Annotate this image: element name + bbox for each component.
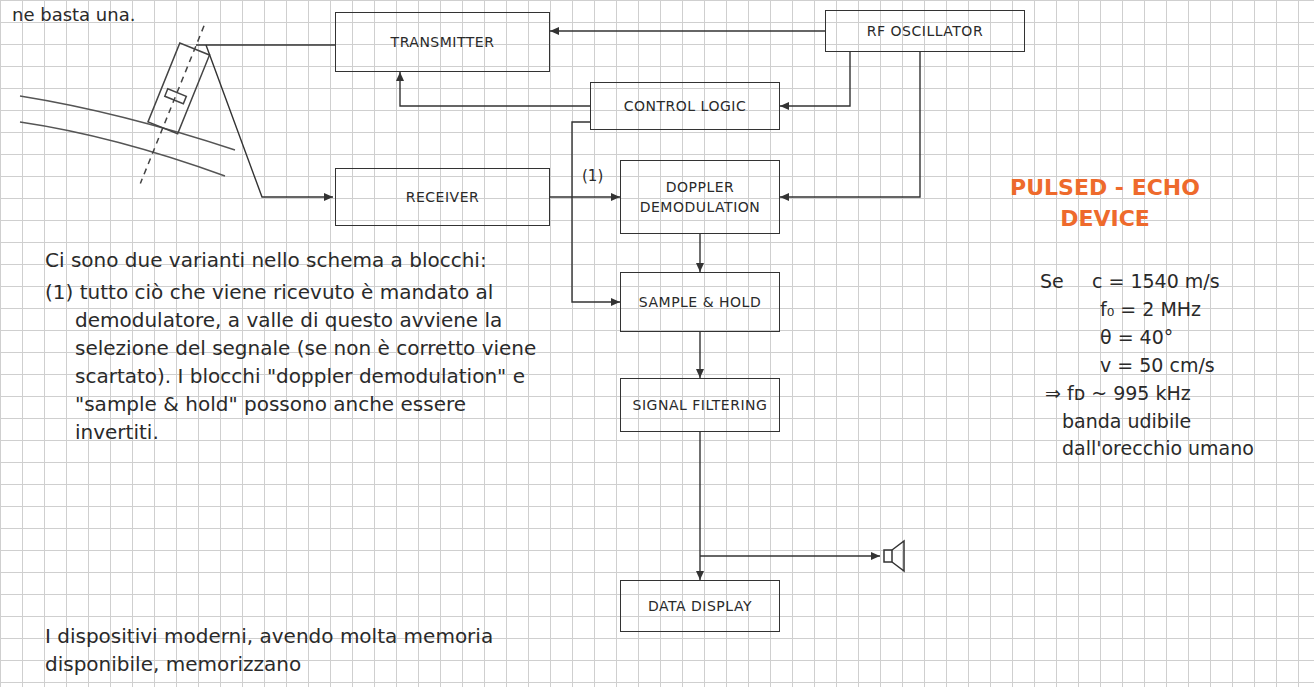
box-label: CONTROL LOGIC xyxy=(624,96,746,116)
note-text: ne basta una. xyxy=(12,2,212,28)
connector-arrow xyxy=(550,196,620,197)
connector-arrow xyxy=(780,52,850,106)
note-text: banda udibile dall'orecchio umano xyxy=(1062,408,1302,462)
process-box: DOPPLER DEMODULATION xyxy=(620,160,780,234)
note-text: (1) tutto ciò che viene ricevuto è manda… xyxy=(45,278,550,446)
note-text: Ci sono due varianti nello schema a bloc… xyxy=(45,246,550,274)
note-text: Se xyxy=(1040,268,1080,295)
callout-number: (1) xyxy=(582,166,612,187)
formula-text: c = 1540 m/s xyxy=(1092,268,1292,295)
rx-wire xyxy=(206,45,333,197)
process-box: SIGNAL FILTERING xyxy=(620,378,780,432)
box-label: RF OSCILLATOR xyxy=(867,21,983,41)
process-box: RF OSCILLATOR xyxy=(825,10,1025,52)
formula-text: ⇒ fᴅ ~ 995 kHz xyxy=(1045,380,1285,407)
box-label: DATA DISPLAY xyxy=(648,596,752,616)
box-label: RECEIVER xyxy=(406,187,479,207)
connector-arrow xyxy=(400,72,590,106)
box-label: TRANSMITTER xyxy=(391,32,495,52)
vessel xyxy=(20,96,235,176)
process-box: CONTROL LOGIC xyxy=(590,82,780,130)
connector-arrow xyxy=(699,432,700,580)
connector-arrow xyxy=(699,332,700,378)
connector-arrow xyxy=(550,30,825,31)
speaker-wire xyxy=(700,555,880,556)
connector-arrow xyxy=(572,122,620,302)
section-title: PULSED - ECHO DEVICE xyxy=(1005,172,1205,234)
connector-arrow xyxy=(780,52,920,197)
process-box: TRANSMITTER xyxy=(335,12,550,72)
formula-text: f₀ = 2 MHz xyxy=(1100,296,1290,323)
speaker-symbol xyxy=(884,541,904,571)
process-box: SAMPLE & HOLD xyxy=(620,272,780,332)
formula-text: θ = 40° xyxy=(1100,324,1290,351)
process-box: DATA DISPLAY xyxy=(620,580,780,632)
connector-arrow xyxy=(699,234,700,272)
box-label: SAMPLE & HOLD xyxy=(639,292,761,312)
box-label: DOPPLER DEMODULATION xyxy=(631,177,769,217)
box-label: SIGNAL FILTERING xyxy=(633,395,768,415)
process-box: RECEIVER xyxy=(335,168,550,226)
tx-wire xyxy=(196,44,335,45)
formula-text: v = 50 cm/s xyxy=(1100,352,1290,379)
note-text: I dispositivi moderni, avendo molta memo… xyxy=(45,622,550,678)
